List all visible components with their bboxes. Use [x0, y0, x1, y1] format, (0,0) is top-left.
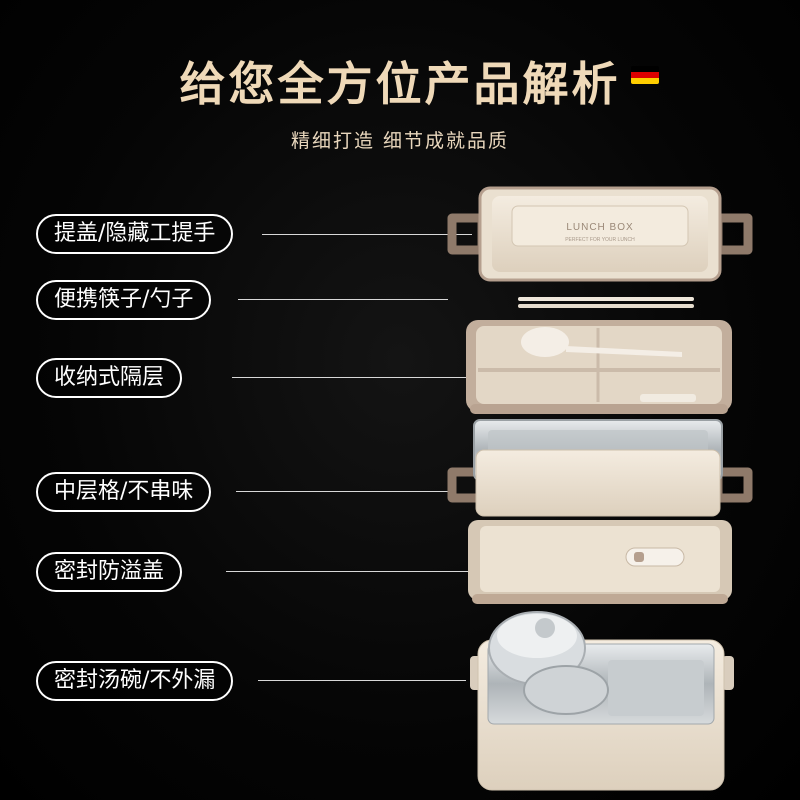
leader-line	[226, 571, 472, 572]
label-sealed-soup-bowl: 密封汤碗/不外漏	[36, 661, 234, 701]
label-storage-layer: 收纳式隔层	[36, 358, 183, 398]
leader-line	[238, 299, 448, 300]
label-chopsticks-spoon: 便携筷子/勺子	[36, 280, 212, 320]
label-lid-handle: 提盖/隐藏工提手	[36, 214, 234, 254]
leader-line	[236, 491, 448, 492]
label-sealed-lid: 密封防溢盖	[36, 552, 183, 592]
page-title: 给您全方位产品解析	[179, 57, 621, 111]
leader-line	[262, 234, 472, 235]
lid-tagline-text: PERFECT FOR YOUR LUNCH	[565, 237, 635, 243]
sealed-lid	[468, 520, 732, 604]
leader-line	[258, 680, 466, 681]
lid-brand-text: LUNCH BOX	[566, 222, 633, 233]
storage-tray	[466, 320, 732, 414]
top-lid: LUNCH BOX PERFECT FOR YOUR LUNCH	[447, 186, 753, 282]
german-flag-icon	[631, 66, 659, 84]
middle-compartment	[447, 419, 753, 517]
label-middle-compartment: 中层格/不串味	[36, 472, 212, 512]
bottom-container	[470, 611, 734, 791]
chopsticks	[518, 297, 694, 308]
page-subtitle: 精细打造 细节成就品质	[290, 130, 510, 152]
leader-line	[232, 377, 470, 378]
